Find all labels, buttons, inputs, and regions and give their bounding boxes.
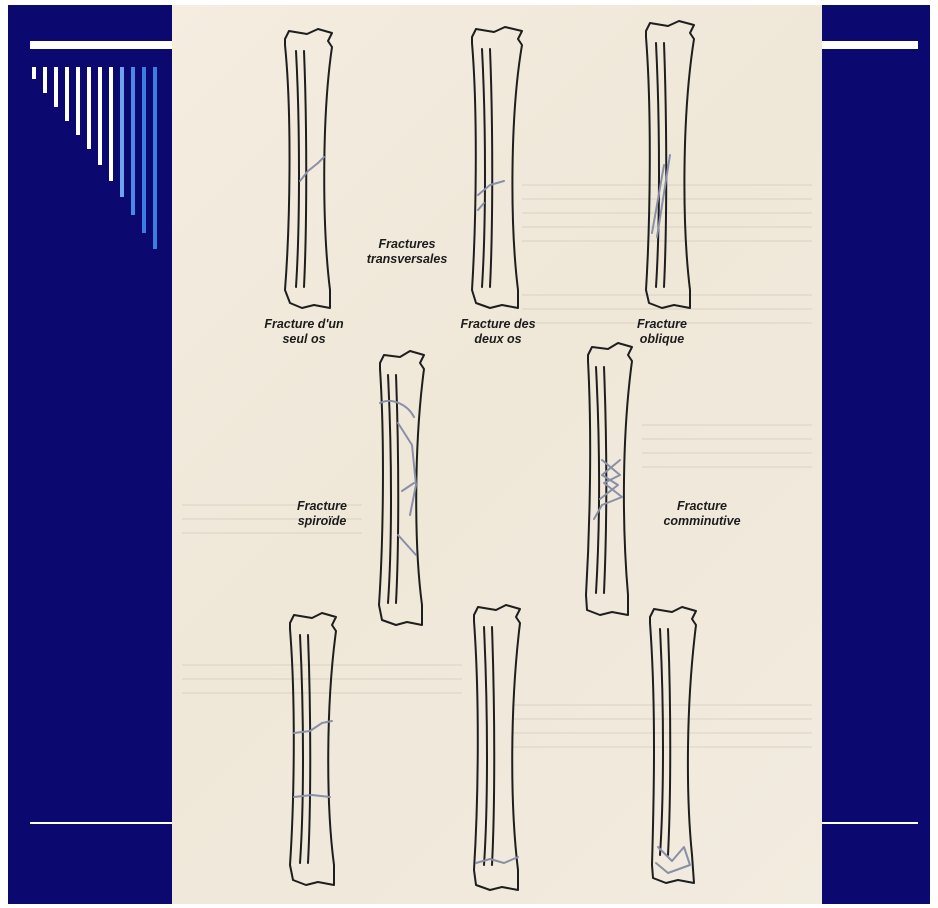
top-rule-right [820, 41, 918, 49]
bone-comminuted-fracture [586, 343, 632, 615]
bone-illustrations [172, 5, 822, 904]
bone-spiral-fracture [379, 351, 424, 625]
slide: Fractures transversales Fracture d'un se… [8, 5, 930, 904]
bone-bottom-left [290, 613, 336, 885]
label-comminuted-fracture: Fracture comminutive [642, 499, 762, 529]
bone-both-fracture [472, 27, 522, 308]
label-both-bones-fracture: Fracture des deux os [438, 317, 558, 347]
label-oblique-fracture: Fracture oblique [612, 317, 712, 347]
bone-single-fracture [285, 29, 332, 308]
bottom-rule-right [820, 822, 918, 824]
bottom-rule-left [30, 822, 176, 824]
bleed-through-text [182, 185, 812, 747]
label-spiral-fracture: Fracture spiroïde [272, 499, 372, 529]
label-transverse-fractures: Fractures transversales [352, 237, 462, 267]
scanned-page: Fractures transversales Fracture d'un se… [172, 5, 822, 904]
bone-bottom-middle [474, 605, 520, 890]
bone-bottom-right [650, 607, 696, 883]
bone-oblique-fracture [646, 21, 694, 308]
label-single-bone-fracture: Fracture d'un seul os [244, 317, 364, 347]
